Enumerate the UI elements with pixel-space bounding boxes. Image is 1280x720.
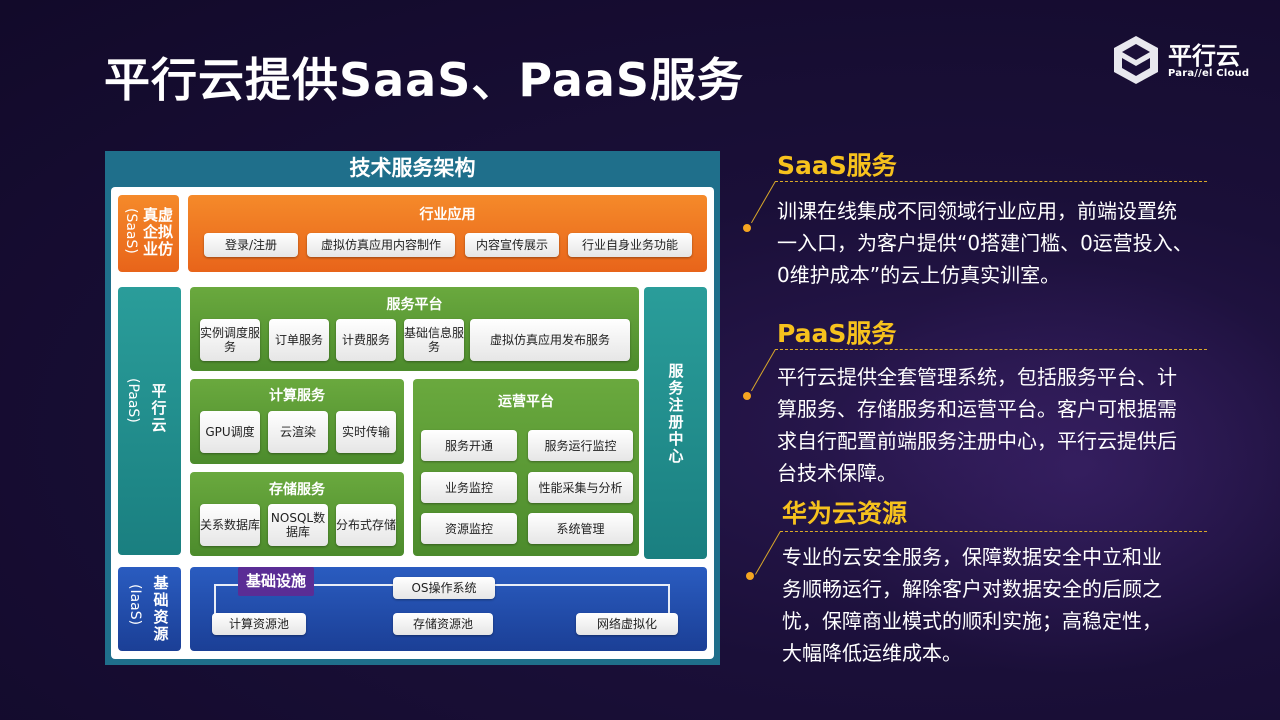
saas-connector xyxy=(751,181,776,224)
chip-distributed-storage: 分布式存储 xyxy=(336,504,396,546)
chip-cloud-render: 云渲染 xyxy=(268,411,328,453)
saas-line-3: 0维护成本”的云上仿真实训室。 xyxy=(777,263,1061,287)
chip-login: 登录/注册 xyxy=(204,233,298,257)
ops-platform-section: 运营平台 服务开通 服务运行监控 业务监控 性能采集与分析 资源监控 系统管理 xyxy=(413,379,639,556)
service-platform-title: 服务平台 xyxy=(386,297,443,313)
chip-network-virtualization: 网络虚拟化 xyxy=(576,613,678,635)
huawei-heading: 华为云资源 xyxy=(782,499,908,528)
chip-os: OS操作系统 xyxy=(393,577,495,599)
iaas-side-label: 基础资源 (IaaS) xyxy=(118,567,181,651)
paas-divider xyxy=(775,349,1207,350)
chip-content-creation: 虚拟仿真应用内容制作 xyxy=(307,233,455,257)
huawei-line-1: 专业的云安全服务，保障数据安全中立和业 xyxy=(782,545,1162,569)
iaas-side-sub: (IaaS) xyxy=(127,584,143,626)
diagram-title: 技术服务架构 xyxy=(349,156,476,180)
architecture-diagram: 技术服务架构 真虚企拟业仿 (SaaS) 行业应用 登录/注册 虚拟仿真应用内容… xyxy=(105,151,720,665)
infrastructure-section: OS操作系统 计算资源池 存储资源池 网络虚拟化 xyxy=(190,567,707,651)
chip-service-activation: 服务开通 xyxy=(421,430,517,461)
huawei-connector xyxy=(755,531,781,575)
compute-section: 计算服务 GPU调度 云渲染 实时传输 xyxy=(190,379,404,464)
chip-system-management: 系统管理 xyxy=(528,513,633,544)
logo-text-cn: 平行云 xyxy=(1168,42,1240,70)
storage-section: 存储服务 关系数据库 NOSQL数据库 分布式存储 xyxy=(190,472,404,556)
parallel-cloud-logo-icon xyxy=(1114,36,1158,84)
huawei-line-2: 务顺畅运行，解除客户对数据安全的后顾之 xyxy=(782,577,1162,601)
chip-service-monitoring: 服务运行监控 xyxy=(528,430,633,461)
service-platform-section: 服务平台 实例调度服务 订单服务 计费服务 基础信息服务 虚拟仿真应用发布服务 xyxy=(190,287,639,371)
chip-app-publishing: 虚拟仿真应用发布服务 xyxy=(470,319,630,361)
connector-left xyxy=(214,584,216,620)
huawei-description: 专业的云安全服务，保障数据安全中立和业 务顺畅运行，解除客户对数据安全的后顾之 … xyxy=(782,541,1162,669)
infrastructure-tag: 基础设施 xyxy=(238,567,314,596)
diagram-body: 真虚企拟业仿 (SaaS) 行业应用 登录/注册 虚拟仿真应用内容制作 内容宣传… xyxy=(111,187,714,659)
paas-side-text: 平行云 xyxy=(151,382,167,434)
chip-business-monitoring: 业务监控 xyxy=(421,472,517,503)
chip-business-functions: 行业自身业务功能 xyxy=(568,233,692,257)
paas-line-3: 求自行配置前端服务注册中心，平行云提供后 xyxy=(777,429,1177,453)
chip-storage-pool: 存储资源池 xyxy=(393,613,493,635)
ops-platform-title: 运营平台 xyxy=(498,394,554,410)
chip-gpu: GPU调度 xyxy=(200,411,260,453)
paas-side-sub: (PaaS) xyxy=(125,378,141,423)
chip-performance-analysis: 性能采集与分析 xyxy=(528,472,633,503)
huawei-bullet-dot xyxy=(746,572,754,580)
chip-resource-monitoring: 资源监控 xyxy=(421,513,517,544)
chip-basic-info: 基础信息服务 xyxy=(404,319,464,361)
saas-line-2: 一入口，为客户提供“0搭建门槛、0运营投入、 xyxy=(777,231,1193,255)
saas-description: 训课在线集成不同领域行业应用，前端设置统 一入口，为客户提供“0搭建门槛、0运营… xyxy=(777,195,1193,291)
chip-nosql-db: NOSQL数据库 xyxy=(268,504,328,546)
saas-bullet-dot xyxy=(743,224,751,232)
iaas-side-text: 基础资源 xyxy=(153,574,169,643)
logo-text-en: Para//el Cloud xyxy=(1168,68,1250,79)
paas-connector xyxy=(751,349,776,392)
paas-heading: PaaS服务 xyxy=(777,319,897,348)
paas-side-label: 平行云 (PaaS) xyxy=(118,287,181,555)
page-title: 平行云提供SaaS、PaaS服务 xyxy=(104,53,745,107)
paas-line-2: 算服务、存储服务和运营平台。客户可根据需 xyxy=(777,397,1177,421)
paas-line-4: 台技术保障。 xyxy=(777,461,897,485)
connector-right xyxy=(668,584,670,620)
industry-apps-section: 行业应用 登录/注册 虚拟仿真应用内容制作 内容宣传展示 行业自身业务功能 xyxy=(188,195,707,272)
saas-side-sub: (SaaS) xyxy=(123,208,139,254)
huawei-line-4: 大幅降低运维成本。 xyxy=(782,641,962,665)
service-registry-text: 服务注册中心 xyxy=(668,362,684,465)
industry-apps-title: 行业应用 xyxy=(419,207,476,223)
chip-promotion: 内容宣传展示 xyxy=(465,233,559,257)
paas-line-1: 平行云提供全套管理系统，包括服务平台、计 xyxy=(777,365,1177,389)
chip-order: 订单服务 xyxy=(269,319,329,361)
huawei-line-3: 忧，保障商业模式的顺利实施；高稳定性， xyxy=(782,609,1162,633)
chip-realtime-transfer: 实时传输 xyxy=(336,411,396,453)
storage-title: 存储服务 xyxy=(269,482,325,498)
saas-divider xyxy=(775,181,1207,182)
compute-title: 计算服务 xyxy=(269,388,325,404)
service-registry-section: 服务注册中心 xyxy=(644,287,707,559)
chip-relational-db: 关系数据库 xyxy=(200,504,260,546)
saas-side-label: 真虚企拟业仿 (SaaS) xyxy=(118,195,179,272)
saas-line-1: 训课在线集成不同领域行业应用，前端设置统 xyxy=(777,199,1177,223)
paas-description: 平行云提供全套管理系统，包括服务平台、计 算服务、存储服务和运营平台。客户可根据… xyxy=(777,361,1177,489)
paas-bullet-dot xyxy=(743,392,751,400)
chip-billing: 计费服务 xyxy=(336,319,396,361)
chip-compute-pool: 计算资源池 xyxy=(212,613,306,635)
huawei-divider xyxy=(780,531,1207,532)
saas-side-text: 真虚企拟业仿 xyxy=(142,206,173,258)
chip-instance-scheduling: 实例调度服务 xyxy=(200,319,260,361)
saas-heading: SaaS服务 xyxy=(777,151,897,180)
